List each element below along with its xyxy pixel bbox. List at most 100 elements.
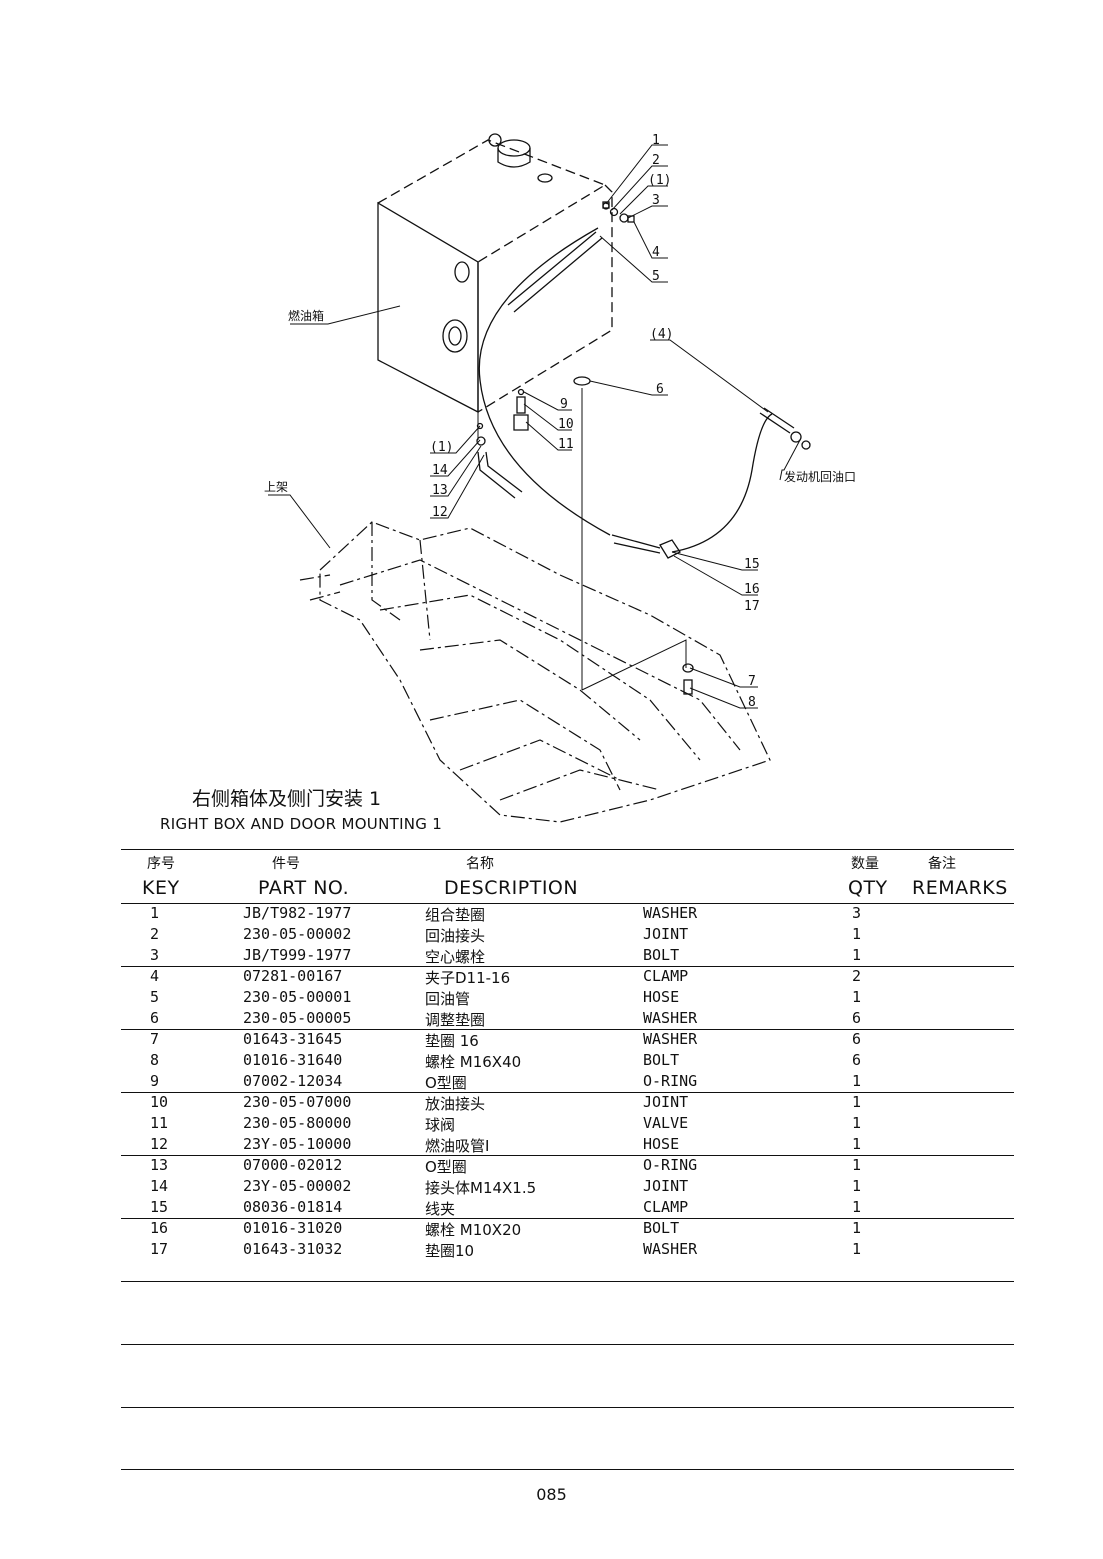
cell-qty: 6 xyxy=(852,1030,862,1048)
leader-lines xyxy=(268,144,801,709)
group-rule xyxy=(121,1281,1014,1282)
cell-desc-zh: 球阀 xyxy=(425,1116,456,1134)
cell-part-no: 230-05-80000 xyxy=(243,1114,352,1132)
callout: 5 xyxy=(652,269,660,284)
callout: 7 xyxy=(748,674,756,689)
cell-key: 6 xyxy=(150,1009,160,1027)
cell-part-no: 01643-31645 xyxy=(243,1030,343,1048)
header-key-zh: 序号 xyxy=(147,856,175,872)
cell-qty: 2 xyxy=(852,967,862,985)
cell-part-no: 07000-02012 xyxy=(243,1156,343,1174)
cell-desc-en: O-RING xyxy=(643,1072,698,1090)
cell-key: 17 xyxy=(150,1240,169,1258)
callout: 12 xyxy=(432,505,448,520)
callouts: 1 2 (1) 3 4 5 (4) 6 9 10 11 (1) 14 13 12… xyxy=(264,133,856,710)
group-rule xyxy=(121,1092,1014,1093)
cell-desc-zh: 放油接头 xyxy=(425,1095,486,1113)
cell-qty: 1 xyxy=(852,1156,862,1174)
fuel-tank xyxy=(377,133,613,414)
callout: 1 xyxy=(652,133,660,148)
header-remarks-zh: 备注 xyxy=(928,856,956,872)
cell-key: 7 xyxy=(150,1030,160,1048)
cell-desc-en: WASHER xyxy=(643,1240,698,1258)
cell-desc-en: JOINT xyxy=(643,925,689,943)
callout: 15 xyxy=(744,557,760,572)
cell-qty: 1 xyxy=(852,1114,862,1132)
cell-part-no: JB/T982-1977 xyxy=(243,904,352,922)
callout: 14 xyxy=(432,463,448,478)
cell-desc-en: BOLT xyxy=(643,1219,680,1237)
cell-desc-zh: 空心螺栓 xyxy=(425,948,486,966)
cell-qty: 1 xyxy=(852,1093,862,1111)
callout: 6 xyxy=(656,382,664,397)
cell-qty: 6 xyxy=(852,1051,862,1069)
header-part-en: PART NO. xyxy=(258,877,350,899)
page-title-en: RIGHT BOX AND DOOR MOUNTING 1 xyxy=(160,815,443,833)
cell-desc-en: JOINT xyxy=(643,1093,689,1111)
page-title-zh: 右侧箱体及侧门安装 1 xyxy=(192,788,382,810)
cell-key: 5 xyxy=(150,988,160,1006)
cell-desc-zh: 夹子D11-16 xyxy=(425,969,511,987)
callout: 9 xyxy=(560,397,568,412)
cell-desc-zh: 接头体M14X1.5 xyxy=(425,1179,537,1197)
callout: 3 xyxy=(652,193,660,208)
cell-part-no: 230-05-07000 xyxy=(243,1093,352,1111)
cell-part-no: 230-05-00002 xyxy=(243,925,352,943)
header-rule xyxy=(121,903,1014,904)
cell-part-no: 23Y-05-10000 xyxy=(243,1135,352,1153)
callout: 17 xyxy=(744,599,760,614)
cell-key: 10 xyxy=(150,1093,169,1111)
upper-frame xyxy=(299,521,771,823)
cell-desc-zh: 垫圈10 xyxy=(425,1242,475,1260)
group-rule xyxy=(121,1218,1014,1219)
return-hose xyxy=(478,227,811,554)
cell-desc-zh: 燃油吸管I xyxy=(425,1137,490,1155)
cell-desc-zh: O型圈 xyxy=(425,1074,467,1092)
callout: 16 xyxy=(744,582,760,597)
cell-part-no: 07281-00167 xyxy=(243,967,343,985)
cell-key: 13 xyxy=(150,1156,169,1174)
header-qty-en: QTY xyxy=(848,877,888,899)
header-qty-zh: 数量 xyxy=(851,856,879,872)
callout: 4 xyxy=(652,245,660,260)
cell-desc-en: JOINT xyxy=(643,1177,689,1195)
cell-key: 15 xyxy=(150,1198,169,1216)
cell-key: 2 xyxy=(150,925,160,943)
cell-key: 4 xyxy=(150,967,160,985)
cell-desc-zh: 回油管 xyxy=(425,990,471,1008)
callout: 8 xyxy=(748,695,756,710)
cell-desc-en: HOSE xyxy=(643,1135,680,1153)
callout: 11 xyxy=(558,437,574,452)
header-remarks-en: REMARKS xyxy=(912,877,1008,899)
table-top-rule xyxy=(121,849,1014,850)
cell-desc-en: WASHER xyxy=(643,1009,698,1027)
cell-desc-en: O-RING xyxy=(643,1156,698,1174)
cell-qty: 1 xyxy=(852,1135,862,1153)
cell-qty: 1 xyxy=(852,1072,862,1090)
cell-desc-zh: 组合垫圈 xyxy=(425,906,486,924)
cell-qty: 3 xyxy=(852,904,862,922)
cell-part-no: 23Y-05-00002 xyxy=(243,1177,352,1195)
group-rule xyxy=(121,1155,1014,1156)
cell-key: 8 xyxy=(150,1051,160,1069)
cell-qty: 1 xyxy=(852,1219,862,1237)
cell-desc-zh: 线夹 xyxy=(425,1200,456,1218)
cell-part-no: 230-05-00001 xyxy=(243,988,352,1006)
cell-desc-en: WASHER xyxy=(643,904,698,922)
cell-part-no: JB/T999-1977 xyxy=(243,946,352,964)
header-part-zh: 件号 xyxy=(272,856,300,872)
cell-key: 3 xyxy=(150,946,160,964)
cell-qty: 1 xyxy=(852,988,862,1006)
cell-part-no: 230-05-00005 xyxy=(243,1009,352,1027)
cell-desc-zh: 调整垫圈 xyxy=(425,1011,486,1029)
cell-key: 1 xyxy=(150,904,160,922)
cell-desc-en: BOLT xyxy=(643,946,680,964)
header-key-en: KEY xyxy=(142,877,180,899)
cell-desc-en: VALVE xyxy=(643,1114,689,1132)
callout: (1) xyxy=(648,173,671,188)
cell-qty: 1 xyxy=(852,1198,862,1216)
group-rule xyxy=(121,966,1014,967)
cell-part-no: 01643-31032 xyxy=(243,1240,343,1258)
small-parts xyxy=(476,202,694,695)
cell-qty: 1 xyxy=(852,1177,862,1195)
